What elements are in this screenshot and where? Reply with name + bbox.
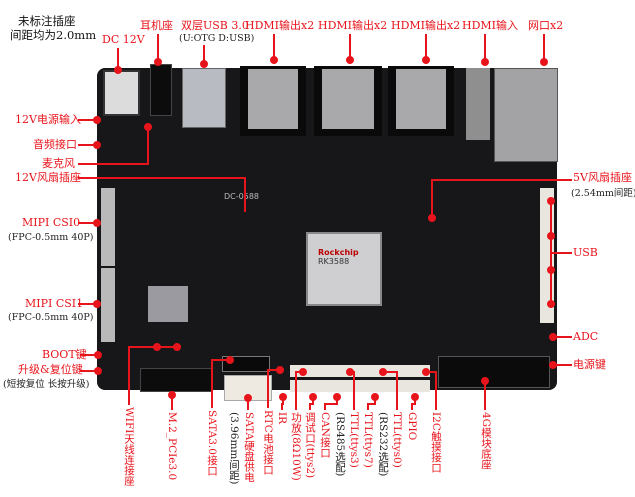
label-i2c-touch: I2C触摸接口: [430, 412, 442, 473]
label-amplifier: 功放(8Ω10W): [290, 412, 302, 481]
label-sata-power-sub: (3.96mm间距): [228, 412, 240, 485]
label-gpio: GPIO: [406, 412, 418, 441]
label-4g-module: 4G模块底座: [480, 412, 492, 470]
left-leaders: [78, 116, 246, 375]
label-ttl-ttys3-sub: (RS485选配): [334, 412, 346, 477]
header-row-bottom: [290, 380, 430, 392]
label-ttl-ttys7: TTL(ttys7): [362, 412, 374, 468]
usb3-port: [182, 68, 226, 128]
ethernet-port: [494, 68, 558, 162]
label-fan-12v: 12V风扇插座: [15, 171, 81, 184]
soc-model: RK3588: [318, 257, 350, 266]
wifi-module: [148, 286, 188, 322]
bottom-leaders: [128, 343, 489, 410]
label-hdmi-out-2: HDMI输出x2: [318, 19, 388, 32]
label-usb: USB: [573, 246, 598, 259]
label-m2-pcie: M.2_PCIe3.0: [166, 412, 178, 481]
csi0-connector: [101, 188, 115, 266]
label-fan-5v: 5V风扇插座: [573, 171, 632, 184]
hdmi-out-port-1: [240, 66, 306, 136]
label-adc: ADC: [573, 330, 599, 343]
label-audio: 音频接口: [33, 138, 77, 151]
hdmi-in-port: [466, 68, 490, 140]
label-dc-12v: DC 12V: [102, 33, 145, 46]
hdmi-out-port-2: [314, 66, 382, 136]
label-csi1-sub: (FPC-0.5mm 40P): [8, 312, 94, 323]
lte-slot: [438, 356, 550, 388]
label-hdmi-in: HDMI输入: [462, 19, 519, 32]
label-rtc: RTC电池接口: [262, 410, 274, 475]
label-boot-key: BOOT键: [42, 348, 87, 361]
label-csi0-sub: (FPC-0.5mm 40P): [8, 232, 94, 243]
hdmi-out-port-3: [388, 66, 454, 136]
label-ttl-ttys0: TTL(ttys0): [391, 412, 403, 468]
label-ethernet: 网口x2: [528, 19, 564, 32]
label-csi1: MIPI CSI1: [25, 297, 84, 310]
label-hdmi-out-1: HDMI输出x2: [245, 19, 315, 32]
header-row-top: [290, 365, 430, 377]
label-wifi-antenna: WIFI天线连接座: [123, 407, 135, 486]
label-hdmi-out-3: HDMI输出x2: [391, 19, 461, 32]
label-sata: SATA3.0接口: [206, 410, 218, 476]
csi1-connector: [101, 268, 115, 342]
label-ttl-ttys0-sub: (RS232选配): [377, 412, 389, 477]
soc-chip: Rockchip RK3588: [306, 232, 382, 306]
label-ttl-ttys3: TTL(ttys3): [348, 412, 360, 468]
label-can: CAN接口: [319, 412, 331, 458]
board-model-text: DC-0588: [224, 192, 259, 201]
label-power-key: 电源键: [573, 358, 606, 371]
label-mic: 麦克风: [42, 157, 75, 170]
label-usb30: 双层USB 3.0: [181, 19, 249, 32]
label-fan-5v-sub: (2.54mm间距): [571, 188, 635, 199]
label-csi0: MIPI CSI0: [22, 216, 81, 229]
soc-brand: Rockchip: [318, 248, 359, 257]
label-sata-power: SATA硬盘供电: [243, 412, 255, 483]
m2-slot: [140, 368, 212, 392]
label-ir: IR: [276, 412, 288, 425]
label-reset-sub: (短按复位 长按升级): [3, 379, 90, 390]
label-usb30-sub: (U:OTG D:USB): [179, 33, 255, 44]
label-reset-key: 升级&复位键: [18, 363, 83, 376]
label-power-input: 12V电源输入: [15, 113, 81, 126]
label-headphone-jack: 耳机座: [140, 19, 173, 32]
note-line-2: 间距均为2.0mm: [10, 28, 97, 42]
right-leaders: [428, 179, 572, 369]
top-leaders: [114, 34, 548, 74]
label-debug: 调试口(ttys2): [304, 412, 316, 479]
note-line-1: 未标注插座: [18, 14, 76, 28]
